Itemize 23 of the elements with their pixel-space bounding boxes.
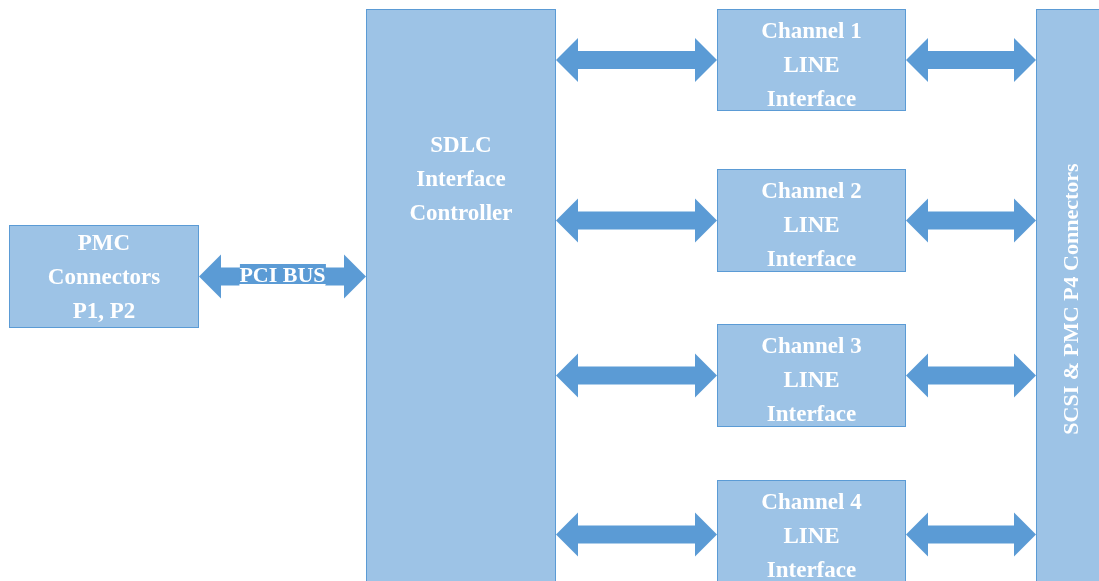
- block-box: [366, 9, 556, 581]
- block-label: PMC Connectors P1, P2: [46, 228, 162, 325]
- edge-label: PCI BUS: [239, 263, 326, 286]
- double-arrow: [906, 512, 1036, 557]
- block-label: SCSI & PMC P4 Connectors: [1057, 163, 1084, 435]
- block-label: Channel 2 LINE Interface: [760, 177, 863, 273]
- block-box: [717, 169, 906, 272]
- block-box: [717, 9, 906, 111]
- block-label: Channel 4 LINE Interface: [760, 488, 863, 581]
- block-box: [717, 324, 906, 427]
- double-arrow: [906, 198, 1036, 243]
- block-label: SDLC Interface Controller: [408, 131, 514, 227]
- block-box: [717, 480, 906, 581]
- block-box: [1036, 9, 1099, 581]
- double-arrow: [556, 198, 717, 243]
- double-arrow: [556, 38, 717, 82]
- block-box: [9, 225, 199, 328]
- block-label: Channel 1 LINE Interface: [760, 17, 863, 113]
- double-arrow: [906, 353, 1036, 398]
- block-label: Channel 3 LINE Interface: [760, 332, 863, 428]
- double-arrow: [556, 353, 717, 398]
- double-arrow: [906, 38, 1036, 82]
- double-arrow: [556, 512, 717, 557]
